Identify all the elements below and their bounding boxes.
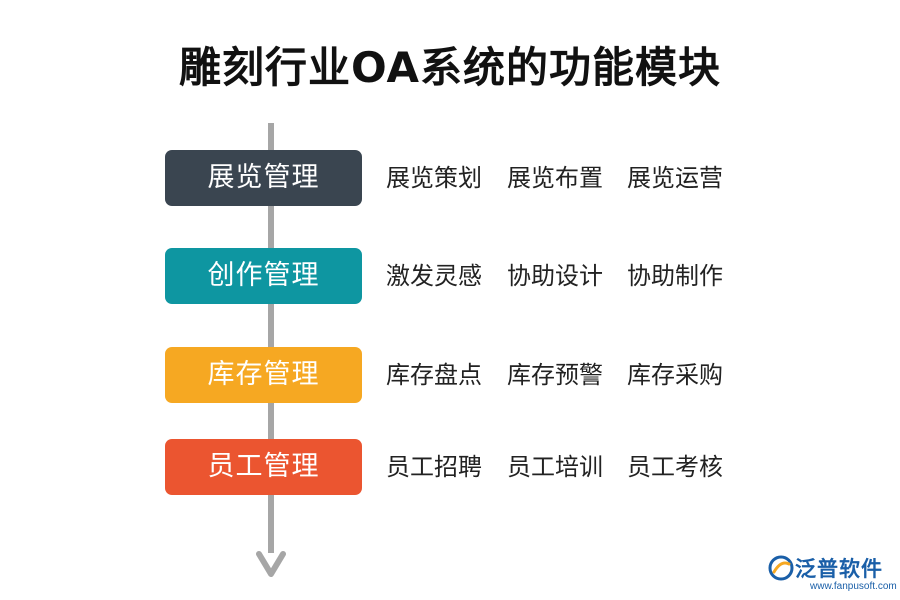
feature-item: 展览运营 bbox=[627, 164, 723, 192]
feature-item: 激发灵感 bbox=[386, 262, 482, 290]
timeline-line bbox=[268, 123, 274, 553]
module-row-creation: 创作管理 激发灵感 协助设计 协助制作 bbox=[0, 248, 900, 304]
brand-logo: 泛普软件 www.fanpusoft.com bbox=[768, 553, 897, 593]
module-row-exhibition: 展览管理 展览策划 展览布置 展览运营 bbox=[0, 150, 900, 206]
feature-item: 协助设计 bbox=[507, 262, 603, 290]
module-box-exhibition: 展览管理 bbox=[165, 150, 362, 206]
feature-item: 员工培训 bbox=[507, 453, 603, 481]
feature-item: 展览策划 bbox=[386, 164, 482, 192]
feature-item: 库存采购 bbox=[627, 361, 723, 389]
module-box-staff: 员工管理 bbox=[165, 439, 362, 495]
page-title: 雕刻行业OA系统的功能模块 bbox=[178, 43, 722, 92]
logo-name: 泛普软件 bbox=[795, 557, 883, 581]
module-row-inventory: 库存管理 库存盘点 库存预警 库存采购 bbox=[0, 347, 900, 403]
logo-icon bbox=[768, 555, 794, 581]
arrow-down-icon bbox=[256, 551, 286, 577]
logo-url: www.fanpusoft.com bbox=[810, 581, 897, 592]
feature-item: 库存盘点 bbox=[386, 361, 482, 389]
feature-item: 协助制作 bbox=[627, 262, 723, 290]
feature-item: 库存预警 bbox=[507, 361, 603, 389]
feature-item: 展览布置 bbox=[507, 164, 603, 192]
module-row-staff: 员工管理 员工招聘 员工培训 员工考核 bbox=[0, 439, 900, 495]
module-box-creation: 创作管理 bbox=[165, 248, 362, 304]
module-box-inventory: 库存管理 bbox=[165, 347, 362, 403]
feature-item: 员工招聘 bbox=[386, 453, 482, 481]
feature-item: 员工考核 bbox=[627, 453, 723, 481]
